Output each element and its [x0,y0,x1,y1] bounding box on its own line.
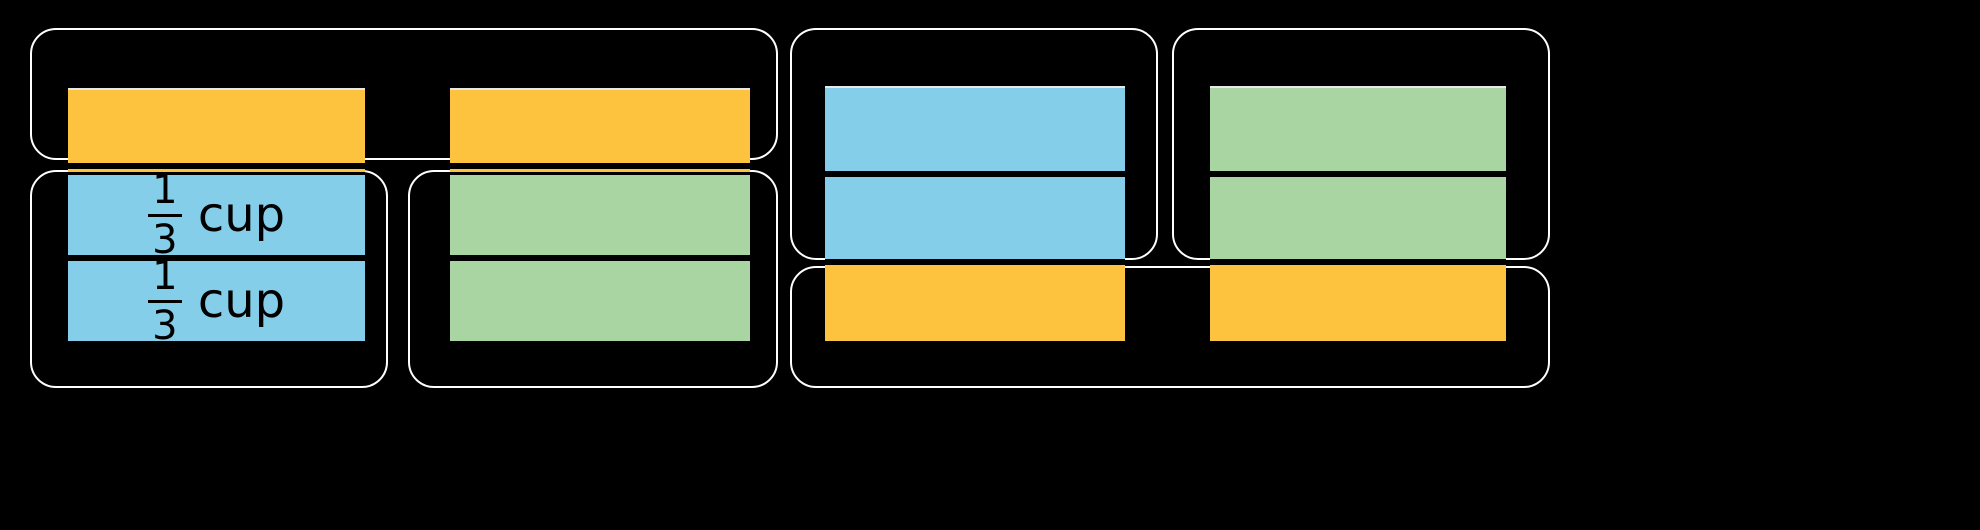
stack-4-segment-3-orange[interactable] [1210,262,1506,344]
fraction-bar [147,299,182,303]
stack-1-segment-1-orange[interactable] [68,88,365,166]
unit-label: cup [197,187,286,243]
stack-3-segment-3-orange[interactable] [825,262,1125,344]
fraction-bar [147,213,182,217]
stack-4-segment-2-green[interactable] [1210,174,1506,262]
fraction-numerator: 1 [152,252,178,299]
stack-4 [1210,0,1506,530]
stack-2 [450,0,750,530]
stack-2-segment-1-orange[interactable] [450,88,750,166]
stack-3-segment-1-blue[interactable] [825,86,1125,174]
stack-4-segment-1-green[interactable] [1210,86,1506,174]
stack-2-segment-2-green[interactable] [450,172,750,258]
stack-3 [825,0,1125,530]
fraction-denominator: 3 [152,216,178,263]
stack-3-segment-2-blue[interactable] [825,174,1125,262]
unit-label: cup [197,273,286,329]
stack-2-segment-3-green[interactable] [450,258,750,344]
fraction-numerator: 1 [152,166,178,213]
fraction-denominator: 3 [152,302,178,349]
